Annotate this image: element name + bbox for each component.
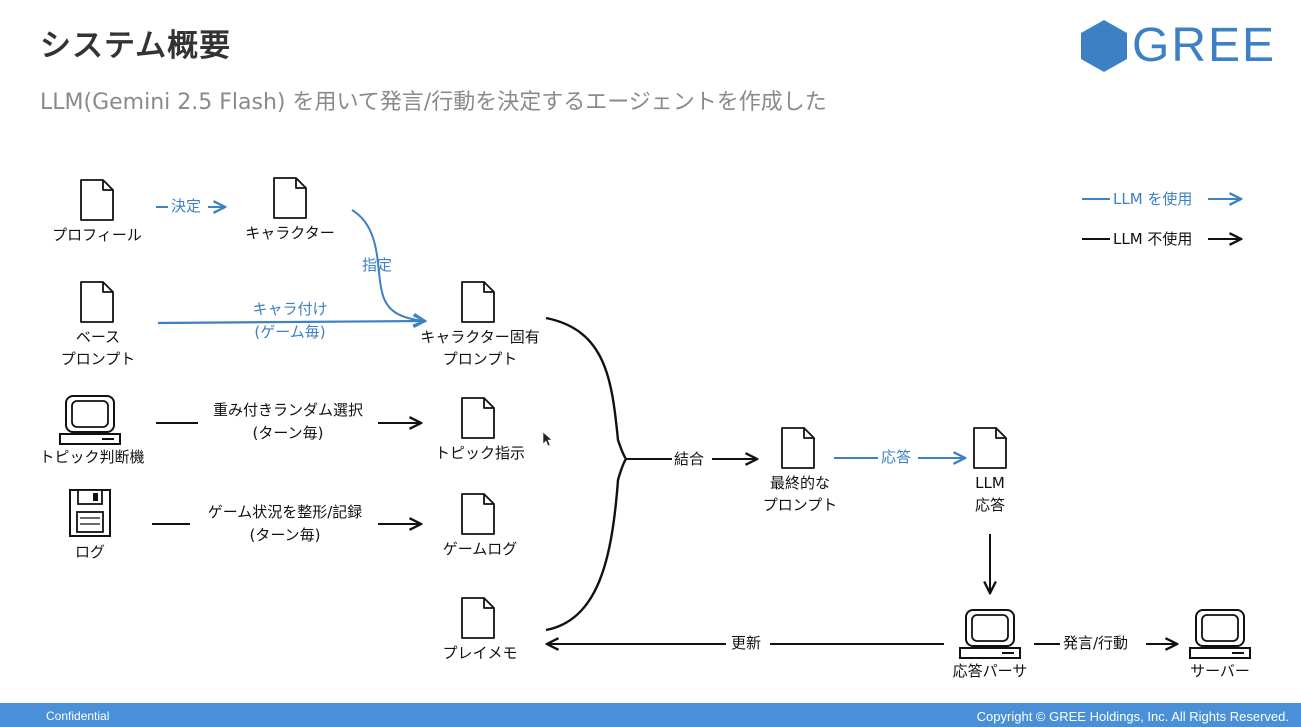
edge-combine-label: 結合 [674, 450, 704, 468]
edge-char-assign-label-line2: (ゲーム毎) [254, 323, 325, 341]
edge-update-label: 更新 [731, 634, 761, 652]
topic-instruction-document-icon [461, 397, 495, 439]
gree-logo: GREE [1076, 18, 1276, 74]
hexagon-logo-icon [1081, 20, 1127, 72]
node-game-log: ゲームログ [443, 540, 518, 558]
footer-confidential: Confidential [46, 709, 110, 723]
edge-weighted-random-label-line2: (ターン毎) [253, 424, 324, 442]
mouse-cursor-icon [542, 431, 553, 447]
node-final-prompt-line1: 最終的な [770, 474, 830, 492]
edge-format-record-label-line2: (ターン毎) [250, 526, 321, 544]
node-character: キャラクター [245, 224, 334, 242]
node-server: サーバー [1190, 662, 1250, 680]
response-parser-computer-icon [959, 609, 1021, 659]
legend-llm-not-used-label: LLM 不使用 [1113, 230, 1192, 248]
logo-text: GREE [1132, 19, 1277, 72]
legend: LLM を使用 LLM 不使用 [1082, 190, 1240, 248]
play-memo-document-icon [461, 597, 495, 639]
legend-llm-used-label: LLM を使用 [1113, 190, 1192, 208]
node-topic-machine: トピック判断機 [39, 448, 144, 466]
char-prompt-document-icon [461, 281, 495, 323]
edge-char-assign-arrow [157, 321, 424, 323]
node-char-prompt-line1: キャラクター固有 [420, 328, 539, 346]
node-base-prompt-line2: プロンプト [61, 350, 136, 368]
llm-response-document-icon [973, 427, 1007, 469]
edge-specify-curve [351, 209, 424, 321]
log-floppy-icon [69, 489, 111, 537]
node-llm-response-line2: 応答 [975, 496, 1005, 514]
node-play-memo: プレイメモ [442, 644, 517, 662]
merge-brace [545, 316, 628, 632]
final-prompt-document-icon [781, 427, 815, 469]
character-document-icon [273, 177, 307, 219]
node-profile: プロフィール [52, 226, 142, 244]
topic-machine-computer-icon [59, 395, 121, 445]
edge-format-record-label-line1: ゲーム状況を整形/記録 [208, 503, 363, 521]
edge-decide-label: 決定 [171, 197, 201, 215]
node-base-prompt-line1: ベース [76, 328, 120, 346]
profile-document-icon [80, 179, 114, 221]
game-log-document-icon [461, 493, 495, 535]
node-log: ログ [75, 543, 105, 561]
node-final-prompt-line2: プロンプト [763, 496, 838, 514]
node-response-parser: 応答パーサ [953, 662, 1028, 680]
footer-bar: Confidential Copyright © GREE Holdings, … [0, 703, 1301, 727]
edge-char-assign-label-line1: キャラ付け [252, 300, 327, 318]
node-char-prompt-line2: プロンプト [443, 350, 518, 368]
slide-subtitle: LLM(Gemini 2.5 Flash) を用いて発言/行動を決定するエージェ… [40, 90, 827, 115]
base-prompt-document-icon [80, 281, 114, 323]
server-computer-icon [1189, 609, 1251, 659]
node-llm-response-line1: LLM [975, 474, 1005, 492]
slide-title: システム概要 [40, 28, 232, 64]
edge-weighted-random-label-line1: 重み付きランダム選択 [213, 401, 363, 419]
system-diagram: LLM を使用 LLM 不使用 プロフィール キャラクター ベース プロンプト … [39, 177, 1251, 680]
edge-respond-label: 応答 [881, 448, 911, 466]
edge-speech-action-label: 発言/行動 [1063, 634, 1128, 652]
edge-specify-label: 指定 [362, 256, 392, 274]
node-topic-instruction: トピック指示 [435, 444, 525, 462]
footer-copyright: Copyright © GREE Holdings, Inc. All Righ… [976, 709, 1289, 724]
